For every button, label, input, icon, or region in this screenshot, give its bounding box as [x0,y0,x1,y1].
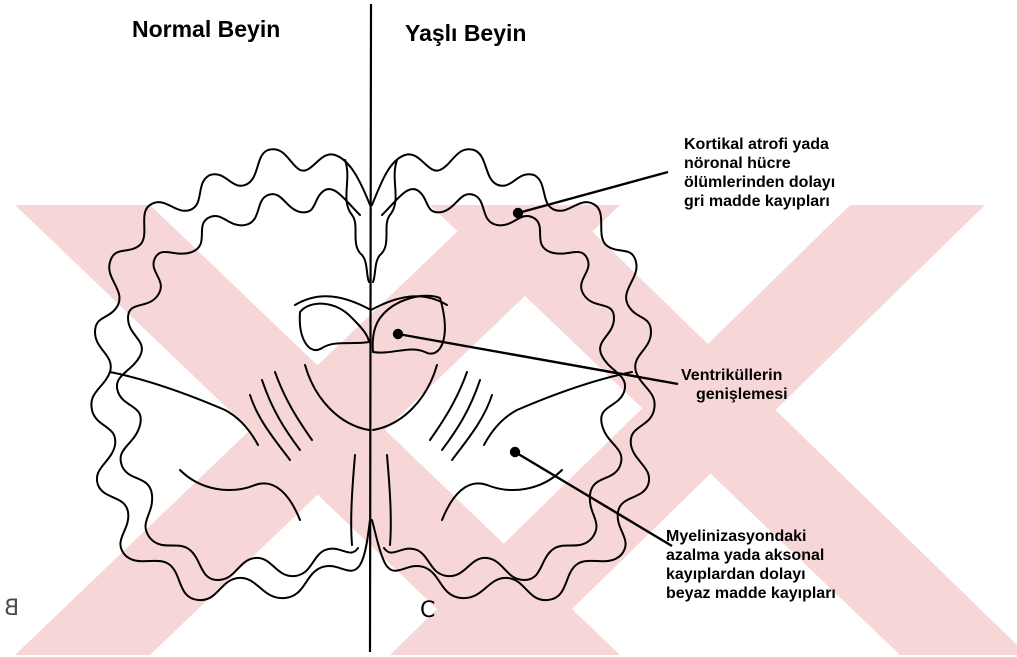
annotation-line: gri madde kayıpları [684,192,835,211]
pointer-dot-ventricles [394,330,402,338]
pointer-dot-white-matter [511,448,519,456]
sylvian-fissure-right [484,372,632,445]
annotation-line: azalma yada aksonal [666,546,836,565]
heading-aged-brain: Yaşlı Beyin [405,20,526,47]
annotation-line: nöronal hücre [684,154,835,173]
annotation-ventricle-enlargement: Ventriküllerin genişlemesi [681,366,788,404]
divider-line [370,4,371,652]
pointer-dot-gray-matter [514,209,522,217]
annotation-line: Myelinizasyondaki [666,527,836,546]
annotation-line: Ventriküllerin [681,366,788,385]
heading-normal-brain: Normal Beyin [132,16,280,43]
annotation-line: Kortikal atrofi yada [684,135,835,154]
medial-sulcus-right [373,160,397,282]
double-x-watermark-icon [15,205,1017,655]
annotation-white-matter-loss: Myelinizasyondaki azalma yada aksonal ka… [666,527,836,603]
basal-ganglia-right [430,372,492,460]
panel-label-c: C [420,598,435,623]
annotation-gray-matter-loss: Kortikal atrofi yada nöronal hücre ölüml… [684,135,835,211]
annotation-line: ölümlerinden dolayı [684,173,835,192]
panel-label-b: B [4,596,19,621]
annotation-line: genişlemesi [681,385,788,404]
annotation-line: kayıplardan dolayı [666,565,836,584]
annotation-line: beyaz madde kayıpları [666,584,836,603]
